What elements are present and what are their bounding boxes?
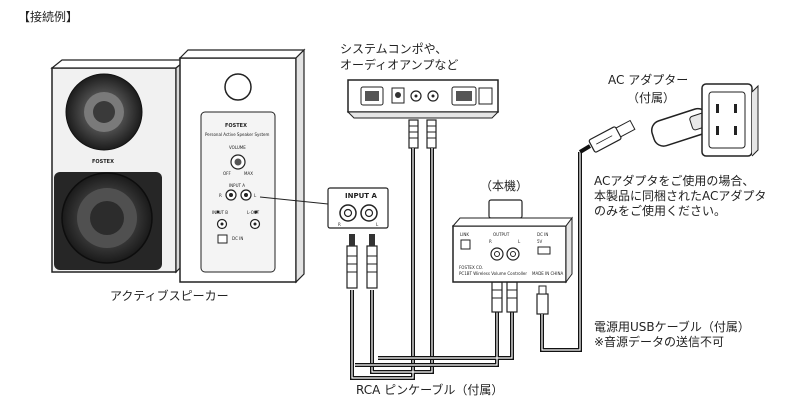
unit-brand-label: FOSTEX CO. [459,265,483,270]
ac-adapter: AC アダプター （付属） [578,72,759,157]
ac-adapter-label-line1: AC アダプター [608,72,688,87]
input-a-label: INPUT A [229,183,245,188]
rear-dc-in-label: DC IN [232,236,243,241]
usb-cable-label-line1: 電源用USBケーブル（付属） [594,319,750,334]
source-label-line2: オーディオアンプなど [340,57,458,72]
main-unit-label: （本機） [480,178,528,193]
ac-adapter-label-line2: （付属） [627,91,675,105]
volume-label: VOLUME [229,145,246,150]
active-speaker-label: アクティブスピーカー [110,288,229,303]
zoom-l-label: L [376,222,379,227]
unit-dc-spec-label: 5V [537,239,543,244]
main-unit: （本機） LINK OUTPUT R L DC IN 5V FOSTEX CO.… [451,178,573,284]
input-b-label: INPUT B [212,210,228,215]
front-brand-label: FOSTEX [92,159,114,165]
usb-cable-label-line2: ※音源データの送信不可 [594,334,724,349]
input-a-zoom-callout: INPUT A R L [259,187,389,229]
speaker-front: FOSTEX [50,58,188,274]
unit-made-in-label: MADE IN CHINA [532,271,563,276]
rca-cable: RCA ピンケーブル（付属） [346,119,518,397]
usb-power-cable: 電源用USBケーブル（付属） ※音源データの送信不可 [536,152,750,352]
l-out-label: L-OUT [247,210,260,215]
rear-model-label: Personal Active Speaker System [205,132,269,137]
input-a-r-label: R [219,193,222,198]
rear-dc-in-jack [217,234,228,244]
ac-note-line2: 本製品に同梱されたACアダプタ [594,188,766,203]
zoom-r-label: R [338,222,341,227]
link-button [460,239,471,250]
rca-cable-label: RCA ピンケーブル（付属） [356,382,503,397]
ac-adapter-note: ACアダプタをご使用の場合、 本製品に同梱されたACアダプタ のみをご使用くださ… [594,173,766,218]
unit-dc-in-label: DC IN [537,232,548,237]
active-speaker-pair: FOSTEX FOSTEX Personal Active Speaker Sy… [50,48,306,303]
zoom-input-a-label: INPUT A [345,192,377,200]
volume-off-label: OFF [223,171,231,176]
unit-output-l-label: L [518,239,521,244]
source-label-line1: システムコンポや、 [340,42,447,56]
ac-note-line3: のみをご使用ください。 [594,203,726,218]
rear-brand-label: FOSTEX [225,123,247,129]
input-a-l-label: L [254,193,257,198]
unit-output-label: OUTPUT [493,232,510,237]
speaker-rear: FOSTEX Personal Active Speaker System VO… [178,48,306,284]
unit-link-label: LINK [460,232,469,237]
unit-model-label: PC1BT Wireless Volume Controller [459,271,527,276]
ac-note-line1: ACアダプタをご使用の場合、 [594,173,754,188]
audio-source-device: システムコンポや、 オーディオアンプなど [340,42,500,119]
unit-dc-in-port [537,246,551,255]
unit-output-r-label: R [489,239,492,244]
heading: 【接続例】 [18,9,78,24]
volume-max-label: MAX [244,171,253,176]
wall-outlet [701,83,759,157]
